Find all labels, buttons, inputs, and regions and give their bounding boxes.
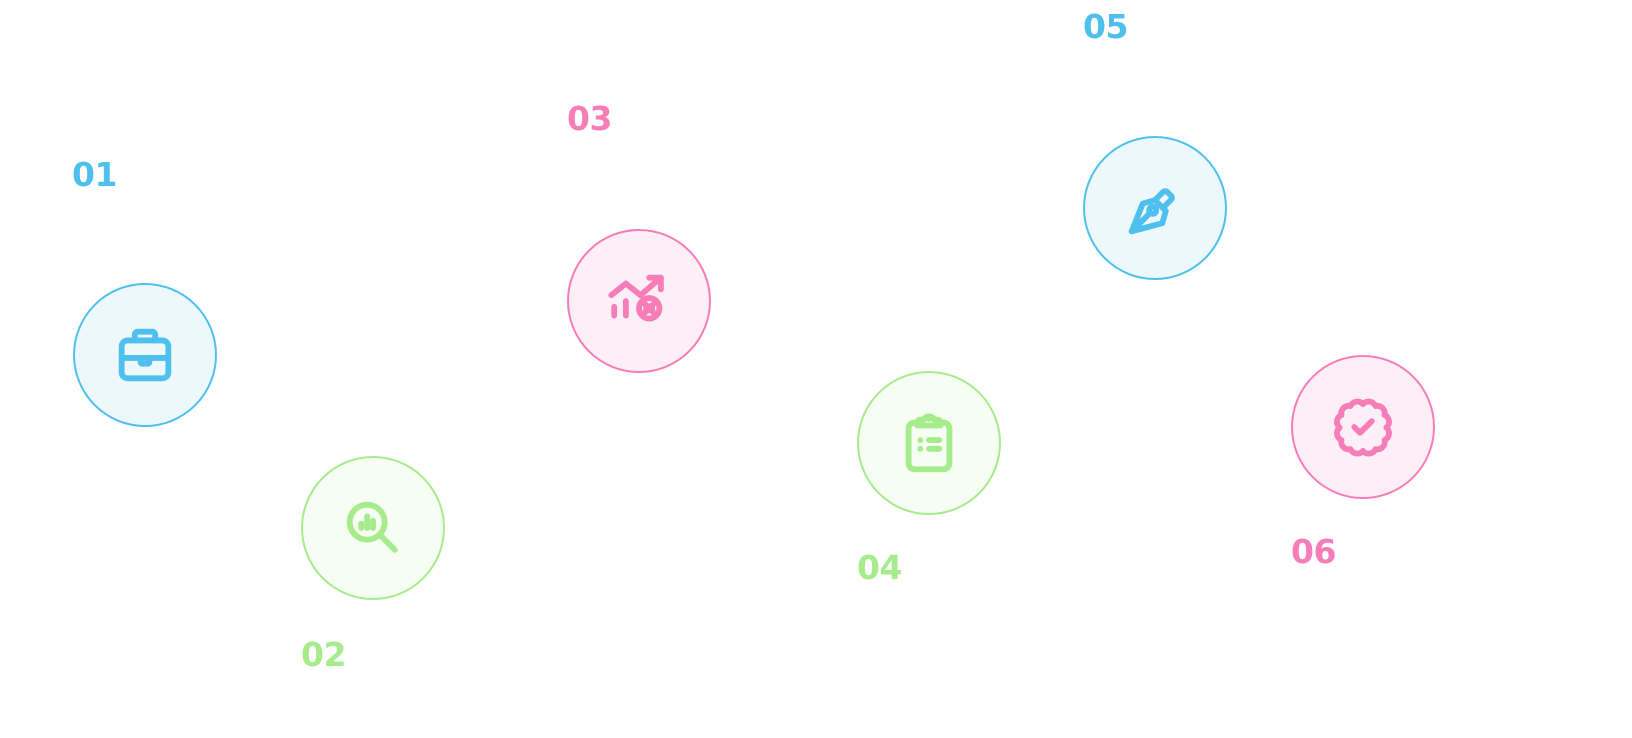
step-number: 04 xyxy=(857,548,902,587)
step-icon-circle xyxy=(301,456,445,600)
step-number: 06 xyxy=(1291,532,1336,571)
pen-nib-icon xyxy=(1128,188,1175,235)
briefcase-icon xyxy=(118,328,172,382)
step-number: 01 xyxy=(72,155,117,194)
search-chart-icon xyxy=(346,501,398,553)
step-number: 03 xyxy=(567,99,612,138)
step-icon-circle xyxy=(1291,355,1435,499)
step-number: 05 xyxy=(1083,7,1128,46)
step-icon-circle xyxy=(857,371,1001,515)
step-number: 02 xyxy=(301,635,346,674)
step-icon-circle xyxy=(1083,136,1227,280)
badge-check-icon xyxy=(1334,398,1392,457)
clipboard-list-icon xyxy=(905,413,953,473)
step-icon-circle xyxy=(73,283,217,427)
chart-growth-coin-icon xyxy=(608,274,664,322)
step-icon-circle xyxy=(567,229,711,373)
